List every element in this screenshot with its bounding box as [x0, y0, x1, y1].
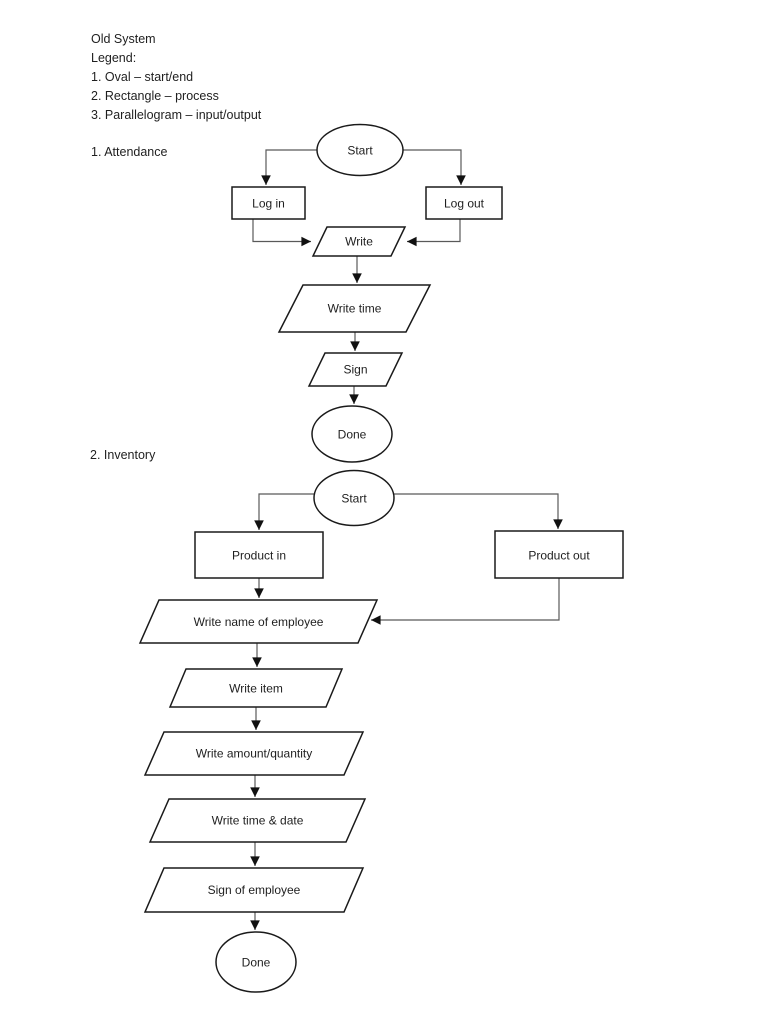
node-label: Write amount/quantity	[196, 747, 313, 761]
inventory-start-node: Start	[313, 469, 395, 527]
node-label: Write item	[229, 682, 283, 696]
node-label: Done	[242, 956, 271, 970]
node-label: Start	[341, 492, 367, 506]
parallelogram-shape	[168, 668, 344, 708]
attendance-sign-node: Sign	[307, 352, 404, 387]
node-label: Sign of employee	[208, 883, 301, 897]
section-label-attendance: 1. Attendance	[91, 145, 168, 159]
node-label: Done	[338, 428, 367, 442]
inventory-productin-node: Product in	[194, 531, 324, 579]
legend-item-rectangle: 2. Rectangle – process	[91, 89, 219, 103]
inventory-productout-node: Product out	[494, 530, 624, 579]
node-label: Start	[347, 144, 373, 158]
node-label: Write time & date	[212, 814, 304, 828]
node-label: Log out	[444, 197, 485, 211]
connector-start-to-productin	[254, 493, 314, 530]
inventory-writeamount-node: Write amount/quantity	[143, 731, 365, 776]
parallelogram-shape	[311, 226, 407, 257]
connector-start-to-productout	[394, 493, 563, 529]
connector-start-to-logout	[403, 149, 466, 185]
connector-login-to-write	[252, 219, 312, 247]
inventory-signemployee-node: Sign of employee	[143, 867, 365, 913]
legend-block: Old System Legend: 1. Oval – start/end 2…	[91, 30, 261, 125]
inventory-done-node: Done	[215, 931, 297, 993]
inventory-writeitem-node: Write item	[168, 668, 344, 708]
oval-shape	[316, 123, 404, 177]
parallelogram-shape	[277, 284, 432, 333]
attendance-writetime-node: Write time	[277, 284, 432, 333]
legend-item-parallelogram: 3. Parallelogram – input/output	[91, 108, 262, 122]
legend-heading: Legend:	[91, 51, 137, 65]
inventory-writetimedate-node: Write time & date	[148, 798, 367, 843]
node-label: Sign	[343, 363, 367, 377]
legend-item-oval: 1. Oval – start/end	[91, 70, 194, 84]
section-label-inventory: 2. Inventory	[90, 448, 156, 462]
attendance-write-node: Write	[311, 226, 407, 257]
rectangle-shape	[231, 186, 306, 220]
oval-shape	[313, 469, 395, 527]
connector-logout-to-write	[406, 219, 461, 247]
node-label: Log in	[252, 197, 285, 211]
node-label: Write	[345, 235, 373, 249]
rectangle-shape	[194, 531, 324, 579]
parallelogram-shape	[148, 798, 367, 843]
attendance-logout-node: Log out	[425, 186, 503, 220]
node-label: Write time	[328, 302, 382, 316]
node-label: Product in	[232, 549, 286, 563]
oval-shape	[215, 931, 297, 993]
page-title: Old System	[91, 32, 156, 46]
node-label: Write name of employee	[194, 615, 324, 629]
inventory-writename-node: Write name of employee	[138, 599, 379, 644]
parallelogram-shape	[143, 731, 365, 776]
oval-shape	[311, 405, 393, 463]
parallelogram-shape	[307, 352, 404, 387]
connector-start-to-login	[261, 149, 317, 185]
parallelogram-shape	[138, 599, 379, 644]
rectangle-shape	[494, 530, 624, 579]
rectangle-shape	[425, 186, 503, 220]
attendance-start-node: Start	[316, 123, 404, 177]
attendance-done-node: Done	[311, 405, 393, 463]
attendance-login-node: Log in	[231, 186, 306, 220]
parallelogram-shape	[143, 867, 365, 913]
connector-productout-to-writename	[370, 578, 560, 625]
node-label: Product out	[528, 549, 590, 563]
